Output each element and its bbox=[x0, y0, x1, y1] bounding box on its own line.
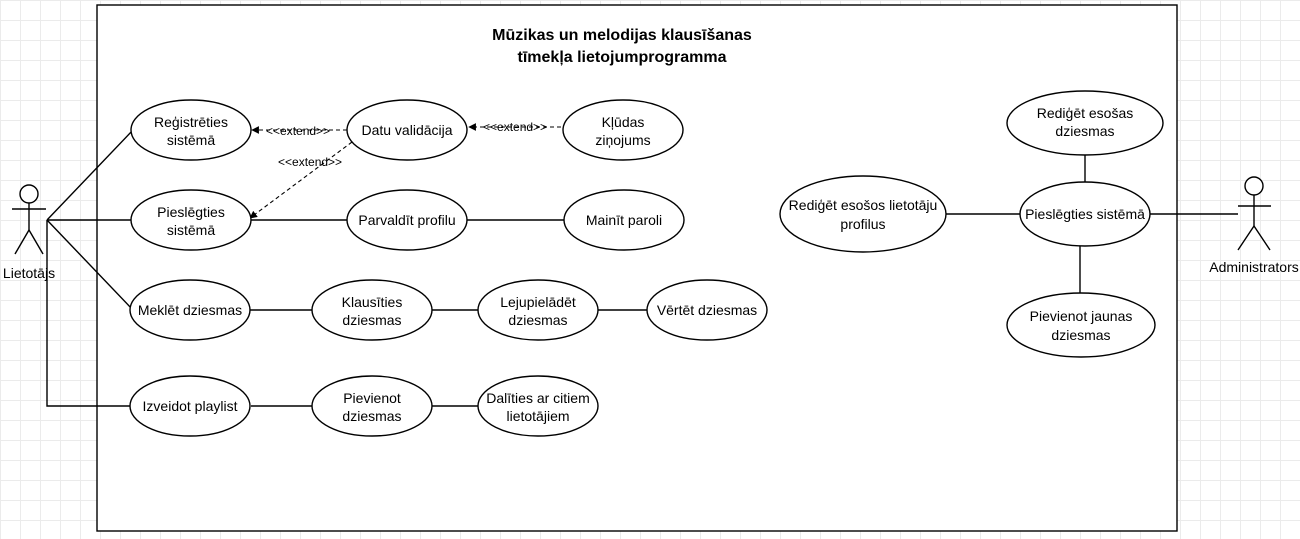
admin-actor-icon[interactable] bbox=[1237, 176, 1271, 251]
assoc-user-search bbox=[46, 219, 134, 311]
svg-text:Rediģēt esošos lietotāju: Rediģēt esošos lietotāju bbox=[789, 197, 938, 213]
svg-text:Pievienot jaunas: Pievienot jaunas bbox=[1030, 308, 1133, 324]
svg-text:Pieslēgties sistēmā: Pieslēgties sistēmā bbox=[1025, 206, 1145, 222]
system-boundary bbox=[96, 4, 1178, 532]
svg-text:Lejupielādēt: Lejupielādēt bbox=[500, 294, 576, 310]
extend-validation-login bbox=[249, 141, 353, 219]
user-actor-icon[interactable] bbox=[12, 184, 46, 255]
svg-text:dziesmas: dziesmas bbox=[508, 312, 567, 328]
svg-text:Rediģēt esošas: Rediģēt esošas bbox=[1037, 105, 1134, 121]
svg-text:Meklēt dziesmas: Meklēt dziesmas bbox=[138, 302, 242, 318]
extend-label-2: <<extend>> bbox=[483, 120, 547, 134]
svg-text:ziņojums: ziņojums bbox=[595, 132, 650, 148]
admin-actor-label: Administrators bbox=[1209, 259, 1298, 275]
system-title-line2: tīmekļa lietojumprogramma bbox=[518, 49, 727, 66]
svg-text:Vērtēt dziesmas: Vērtēt dziesmas bbox=[657, 302, 757, 318]
svg-text:dziesmas: dziesmas bbox=[1051, 327, 1110, 343]
svg-text:dziesmas: dziesmas bbox=[342, 312, 401, 328]
usecase-validation[interactable]: Datu validācija bbox=[346, 99, 468, 161]
svg-text:Mainīt paroli: Mainīt paroli bbox=[586, 212, 662, 228]
usecase-rate[interactable]: Vērtēt dziesmas bbox=[646, 279, 768, 341]
assoc-user-playlist bbox=[46, 220, 130, 407]
svg-text:Izveidot playlist: Izveidot playlist bbox=[143, 398, 238, 414]
svg-text:Pieslēgties: Pieslēgties bbox=[157, 204, 225, 220]
usecase-admin-login[interactable]: Pieslēgties sistēmā bbox=[1019, 181, 1151, 247]
usecase-admin-add-songs[interactable]: Pievienot jaunas dziesmas bbox=[1006, 292, 1156, 358]
svg-text:Kļūdas: Kļūdas bbox=[602, 114, 645, 130]
usecase-manage-profile[interactable]: Parvaldīt profilu bbox=[346, 189, 468, 251]
svg-text:sistēmā: sistēmā bbox=[167, 222, 215, 238]
svg-text:Dalīties ar citiem: Dalīties ar citiem bbox=[486, 390, 589, 406]
usecase-register[interactable]: Reģistrēties sistēmā bbox=[130, 99, 252, 161]
svg-text:Pievienot: Pievienot bbox=[343, 390, 401, 406]
usecase-errors[interactable]: Kļūdas ziņojums bbox=[562, 99, 684, 161]
svg-text:profilus: profilus bbox=[840, 216, 885, 232]
svg-text:Reģistrēties: Reģistrēties bbox=[154, 114, 228, 130]
svg-text:Parvaldīt profilu: Parvaldīt profilu bbox=[358, 212, 455, 228]
usecase-admin-edit-users[interactable]: Rediģēt esošos lietotāju profilus bbox=[779, 175, 947, 253]
usecase-search[interactable]: Meklēt dziesmas bbox=[129, 279, 251, 341]
svg-text:dziesmas: dziesmas bbox=[1055, 123, 1114, 139]
svg-text:dziesmas: dziesmas bbox=[342, 408, 401, 424]
svg-text:Datu validācija: Datu validācija bbox=[361, 122, 452, 138]
usecase-login[interactable]: Pieslēgties sistēmā bbox=[130, 189, 252, 251]
usecase-admin-edit-songs[interactable]: Rediģēt esošas dziesmas bbox=[1006, 90, 1164, 156]
extend-label-1: <<extend>> bbox=[266, 124, 330, 138]
system-title-line1: Mūzikas un melodijas klausīšanas bbox=[492, 27, 752, 44]
assoc-user-register bbox=[46, 129, 134, 221]
svg-text:Klausīties: Klausīties bbox=[342, 294, 403, 310]
svg-text:sistēmā: sistēmā bbox=[167, 132, 215, 148]
svg-text:lietotājiem: lietotājiem bbox=[506, 408, 569, 424]
usecase-listen[interactable]: Klausīties dziesmas bbox=[311, 279, 433, 341]
extend-label-3: <<extend>> bbox=[278, 155, 342, 169]
usecase-share[interactable]: Dalīties ar citiem lietotājiem bbox=[477, 375, 599, 437]
usecase-change-password[interactable]: Mainīt paroli bbox=[563, 189, 685, 251]
usecase-playlist[interactable]: Izveidot playlist bbox=[129, 375, 251, 437]
usecase-add-songs[interactable]: Pievienot dziesmas bbox=[311, 375, 433, 437]
usecase-download[interactable]: Lejupielādēt dziesmas bbox=[477, 279, 599, 341]
user-actor-label: Lietotājs bbox=[3, 265, 55, 281]
